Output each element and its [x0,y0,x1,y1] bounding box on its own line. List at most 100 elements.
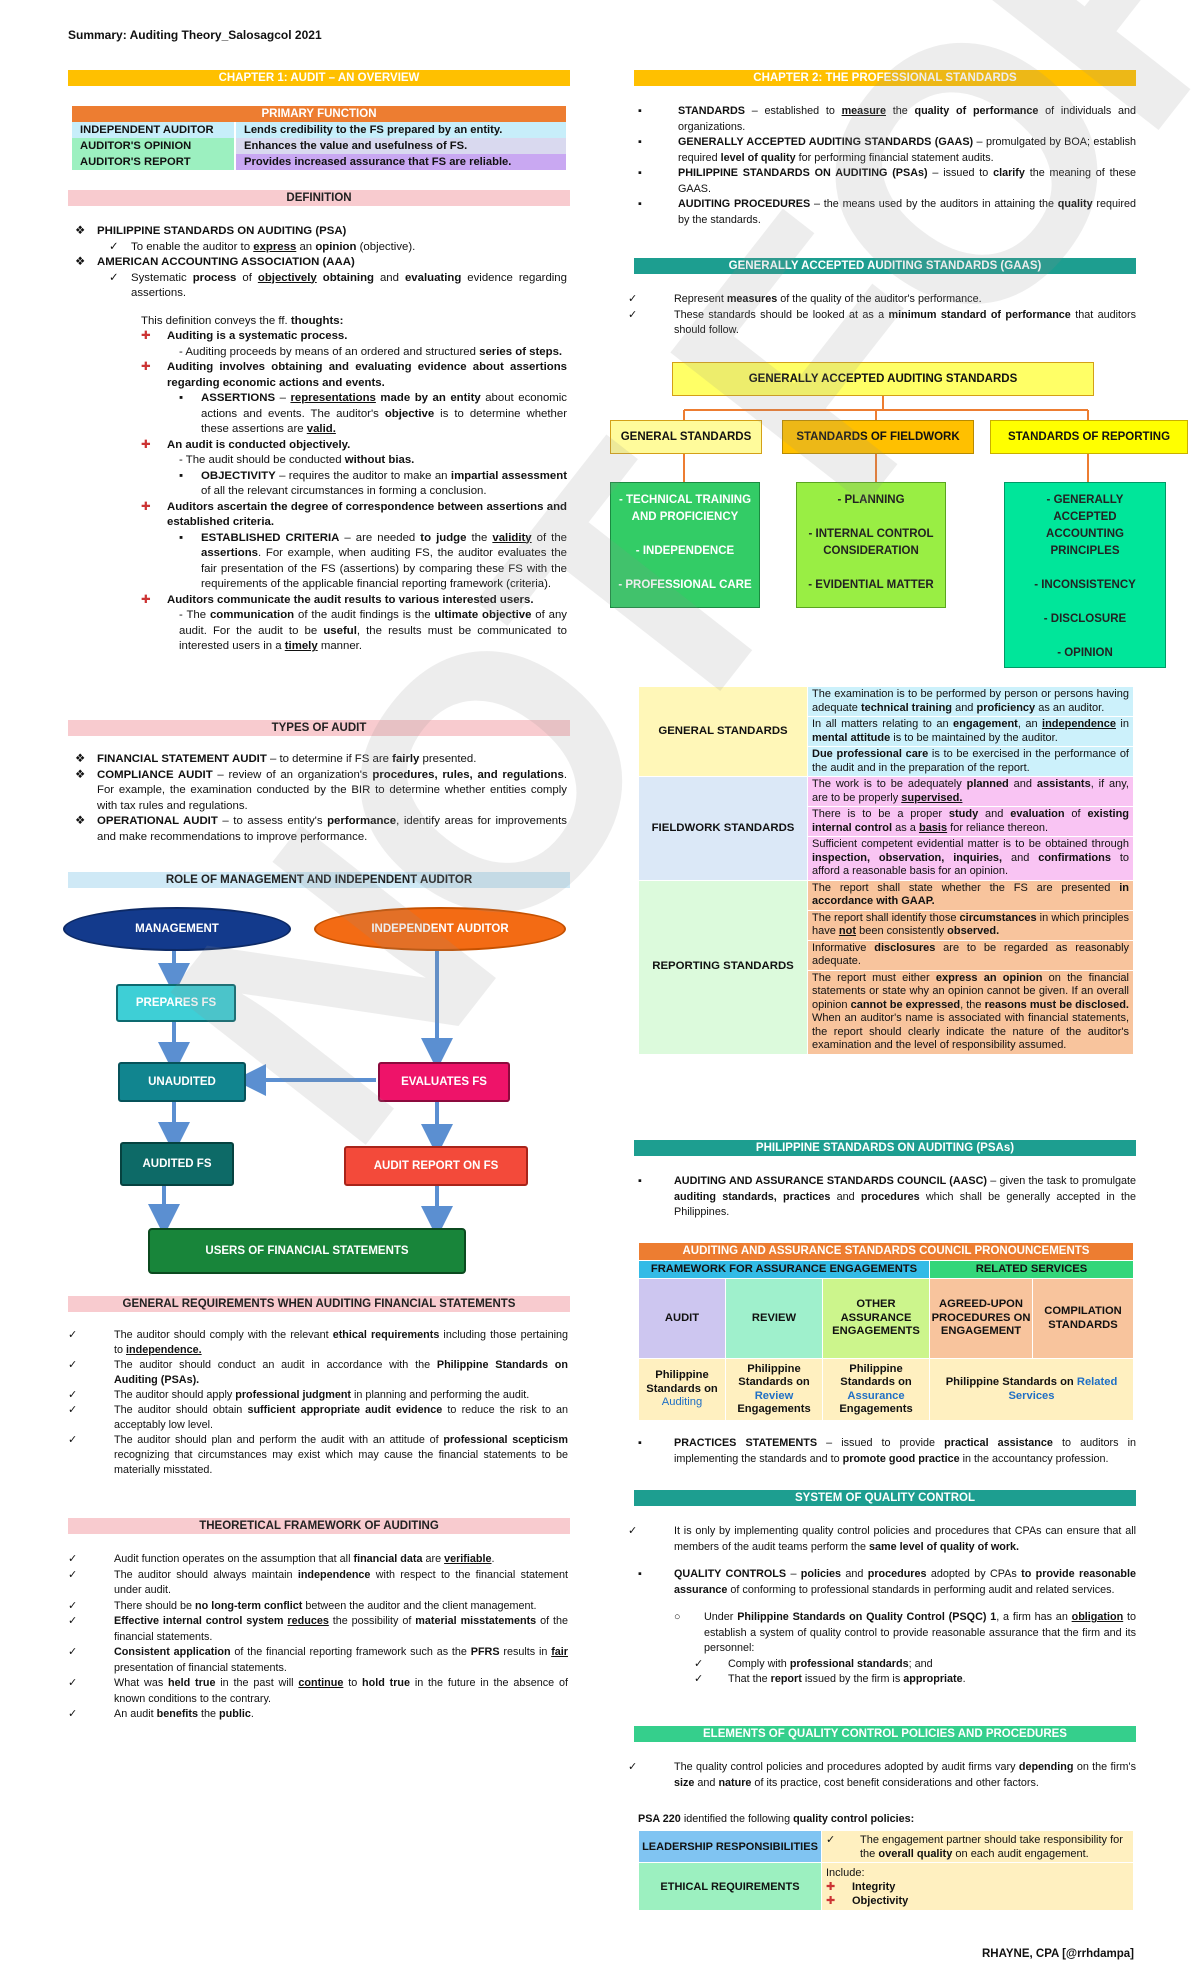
framework-assurance-header: FRAMEWORK FOR ASSURANCE ENGAGEMENTS [638,1260,930,1279]
gaas-tree-connectors [683,396,1089,482]
psa-cell: Philippine Standards on Auditing [638,1358,726,1421]
reporting-standard-3: Informative disclosures are to be regard… [807,939,1134,971]
diamond-bullet-icon: ❖ [75,768,86,781]
square-bullet-icon: ▪ [638,1437,642,1449]
fieldwork-standards-items: - PLANNING - INTERNAL CONTROL CONSIDERAT… [796,482,946,608]
square-bullet-icon: ▪ [638,1175,642,1187]
check-icon: ✓ [109,240,119,253]
sqc-header: SYSTEM OF QUALITY CONTROL [634,1490,1136,1506]
primary-function-row: AUDITOR'S OPINION Enhances the value and… [72,138,566,154]
primary-function-header: PRIMARY FUNCTION [72,106,566,122]
check-icon: ✓ [628,293,638,305]
related-services-header: RELATED SERVICES [929,1260,1134,1279]
evaluates-fs-node: EVALUATES FS [378,1062,510,1102]
diamond-bullet-icon: ❖ [75,256,86,268]
chapter-2-header: CHAPTER 2: THE PROFESSIONAL STANDARDS [634,70,1136,86]
check-icon: ✓ [68,1615,78,1627]
fieldwork-standard-1: The work is to be adequately planned and… [807,776,1134,807]
leadership-cell: LEADERSHIP RESPONSIBILITIES [638,1830,822,1863]
hand-bullet-icon: ✚ [826,1894,836,1907]
hand-bullet-icon: ✚ [141,330,151,342]
square-bullet-icon: ▪ [638,136,642,148]
square-bullet-icon: ▪ [179,392,184,404]
gaas-root-node: GENERALLY ACCEPTED AUDITING STANDARDS [672,362,1094,396]
reporting-standard-1: The report shall state whether the FS ar… [807,879,1134,911]
col-compilation: COMPILATION STANDARDS [1032,1278,1134,1359]
diamond-bullet-icon: ❖ [75,225,86,237]
fieldwork-standards-node: STANDARDS OF FIELDWORK [782,420,974,454]
gaas-detail-table: GENERAL STANDARDS The examination is to … [638,686,1134,1055]
audit-report-node: AUDIT REPORT ON FS [344,1146,528,1186]
check-icon: ✓ [68,1708,78,1720]
general-standard-1: The examination is to be performed by pe… [807,686,1134,717]
audited-fs-node: AUDITED FS [120,1142,234,1186]
psre-cell: Philippine Standards on Review Engagemen… [725,1358,823,1421]
unaudited-node: UNAUDITED [118,1062,246,1102]
quality-control-policies-table: LEADERSHIP RESPONSIBILITIES ✓The engagem… [638,1830,1134,1911]
prepares-fs-node: PREPARES FS [116,984,236,1022]
reporting-standard-2: The report shall identify those circumst… [807,909,1134,941]
sqc-section: ✓It is only by implementing quality cont… [628,1524,1136,1688]
role-header: ROLE OF MANAGEMENT AND INDEPENDENT AUDIT… [68,872,570,888]
reporting-standards-node: STANDARDS OF REPORTING [990,420,1188,454]
elements-text: ✓The quality control policies and proced… [628,1760,1136,1791]
general-requirements-header: GENERAL REQUIREMENTS WHEN AUDITING FINAN… [68,1296,570,1312]
hand-bullet-icon: ✚ [826,1880,836,1893]
psa220-line: PSA 220 identified the following quality… [638,1813,915,1825]
role-diagram [148,948,453,1238]
types-of-audit-header: TYPES OF AUDIT [68,720,570,736]
check-icon: ✓ [628,1525,638,1537]
primary-function-row: AUDITOR'S REPORT Provides increased assu… [72,154,566,170]
page-title: Summary: Auditing Theory_Salosagcol 2021 [68,28,322,42]
fieldwork-standards-cell: FIELDWORK STANDARDS [638,776,808,881]
reporting-standards-cell: REPORTING STANDARDS [638,879,808,1055]
check-icon: ✓ [68,1677,78,1689]
check-icon: ✓ [109,271,119,284]
general-requirements-list: ✓The auditor should comply with the rele… [68,1329,569,1476]
general-standard-3: Due professional care is to be exercised… [807,746,1134,777]
diamond-bullet-icon: ❖ [75,815,86,827]
elements-header: ELEMENTS OF QUALITY CONTROL POLICIES AND… [634,1726,1136,1742]
check-icon: ✓ [68,1359,78,1371]
check-icon: ✓ [68,1404,78,1416]
general-standards-node: GENERAL STANDARDS [610,420,762,454]
square-bullet-icon: ▪ [638,198,642,210]
ethical-description: Include: ✚Integrity ✚Objectivity [821,1862,1134,1911]
check-icon: ✓ [694,1673,704,1685]
square-bullet-icon: ▪ [179,531,184,544]
independent-auditor-node: INDEPENDENT AUDITOR [314,907,566,951]
hand-bullet-icon: ✚ [141,361,151,373]
diamond-bullet-icon: ❖ [75,753,86,765]
square-bullet-icon: ▪ [638,1568,642,1580]
square-bullet-icon: ▪ [179,469,184,482]
aasc-description: ▪AUDITING AND ASSURANCE STANDARDS COUNCI… [638,1174,1136,1221]
check-icon: ✓ [694,1657,704,1670]
check-icon: ✓ [68,1553,78,1565]
col-agreed-upon: AGREED-UPON PROCEDURES ON ENGAGEMENT [929,1278,1033,1359]
primary-function-row: INDEPENDENT AUDITOR Lends credibility to… [72,122,566,138]
check-icon: ✓ [68,1646,78,1658]
primary-function-table: PRIMARY FUNCTION INDEPENDENT AUDITOR Len… [72,106,566,170]
general-standard-2: In all matters relating to an engagement… [807,716,1134,747]
framework-header: THEORETICAL FRAMEWORK OF AUDITING [68,1518,570,1534]
fieldwork-standard-3: Sufficient competent evidential matter i… [807,836,1134,881]
square-bullet-icon: ▪ [638,167,642,179]
psrs-cell: Philippine Standards on Related Services [929,1358,1134,1421]
check-icon: ✓ [68,1599,78,1612]
definition-header: DEFINITION [68,190,570,206]
circle-bullet-icon: ○ [674,1611,681,1623]
leadership-description: ✓The engagement partner should take resp… [821,1830,1134,1863]
definition-section: ❖PHILIPPINE STANDARDS ON AUDITING (PSA) … [75,225,568,652]
col-review: REVIEW [725,1278,823,1359]
fieldwork-standard-2: There is to be a proper study and evalua… [807,806,1134,837]
check-icon: ✓ [68,1389,78,1401]
ethical-cell: ETHICAL REQUIREMENTS [638,1862,822,1911]
gaas-points: ✓Represent measures of the quality of th… [628,292,1136,339]
general-standards-cell: GENERAL STANDARDS [638,686,808,777]
check-icon: ✓ [68,1568,78,1581]
types-of-audit-list: ❖FINANCIAL STATEMENT AUDIT – to determin… [75,752,567,845]
chapter-1-header: CHAPTER 1: AUDIT – AN OVERVIEW [68,70,570,86]
gaas-header: GENERALLY ACCEPTED AUDITING STANDARDS (G… [634,258,1136,274]
hand-bullet-icon: ✚ [141,438,151,451]
col-audit: AUDIT [638,1278,726,1359]
